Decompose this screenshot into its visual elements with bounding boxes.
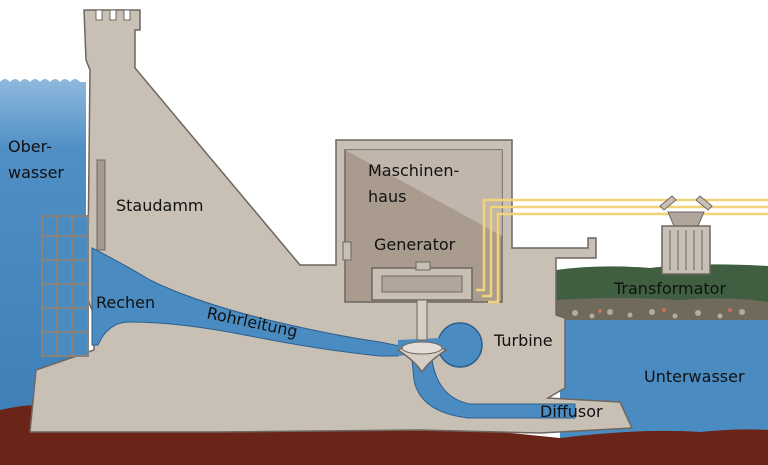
label-oberwasser-2: wasser (8, 163, 64, 182)
power-cables (476, 198, 768, 304)
concrete-structure (29, 9, 634, 434)
river-bank (556, 264, 768, 320)
penstock (91, 247, 576, 419)
trash-rack (41, 215, 89, 357)
label-diffusor: Diffusor (540, 402, 603, 421)
labels: Ober- wasser Staudamm Maschinen- haus Ge… (8, 137, 745, 421)
label-unterwasser: Unterwasser (644, 367, 745, 386)
turbine-runner (396, 341, 448, 374)
generator (371, 261, 473, 341)
label-rechen: Rechen (96, 293, 155, 312)
label-generator: Generator (374, 235, 456, 254)
transformer (659, 195, 713, 275)
label-maschinenhaus-2: haus (368, 187, 406, 206)
label-maschinenhaus-1: Maschinen- (368, 161, 459, 180)
label-staudamm: Staudamm (116, 196, 204, 215)
label-transformator: Transformator (613, 279, 726, 298)
label-turbine: Turbine (493, 331, 553, 350)
label-oberwasser-1: Ober- (8, 137, 52, 156)
